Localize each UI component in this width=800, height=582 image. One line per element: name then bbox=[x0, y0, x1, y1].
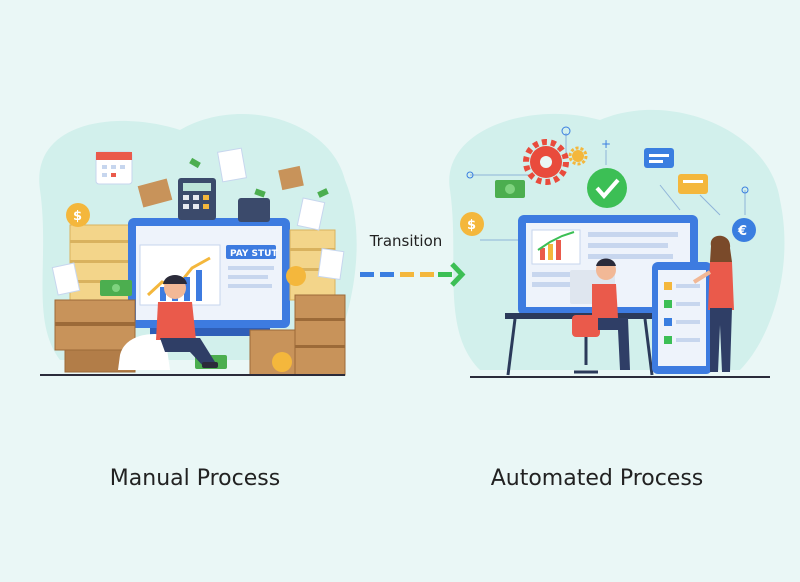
euro-coin-icon bbox=[732, 218, 756, 242]
svg-text:€: € bbox=[737, 224, 747, 239]
checkmark-icon bbox=[587, 168, 627, 208]
manual-process-caption: Manual Process bbox=[109, 466, 281, 491]
pay-stub-label: PAY STUT bbox=[230, 249, 278, 259]
document-icon bbox=[51, 147, 345, 296]
svg-text:+: + bbox=[601, 137, 611, 151]
calculator-icon bbox=[178, 178, 216, 220]
standing-presenter bbox=[692, 235, 734, 372]
transition-arrow bbox=[360, 262, 466, 287]
automated-process-caption: Automated Process bbox=[490, 466, 704, 491]
coin-icon: $ bbox=[66, 203, 306, 372]
chat-bubble-icon bbox=[644, 148, 708, 194]
dollar-coin-icon bbox=[460, 212, 484, 236]
stressed-person bbox=[118, 275, 218, 370]
svg-text:$: $ bbox=[467, 218, 476, 233]
svg-text:$: $ bbox=[73, 209, 82, 224]
gear-icon bbox=[523, 139, 588, 185]
seated-worker bbox=[592, 258, 630, 370]
automated-process-scene: + $ € bbox=[460, 126, 770, 378]
transition-label: Transition bbox=[369, 232, 443, 250]
calendar-icon bbox=[95, 151, 133, 185]
manual-process-scene: PAY STUT bbox=[40, 147, 346, 376]
